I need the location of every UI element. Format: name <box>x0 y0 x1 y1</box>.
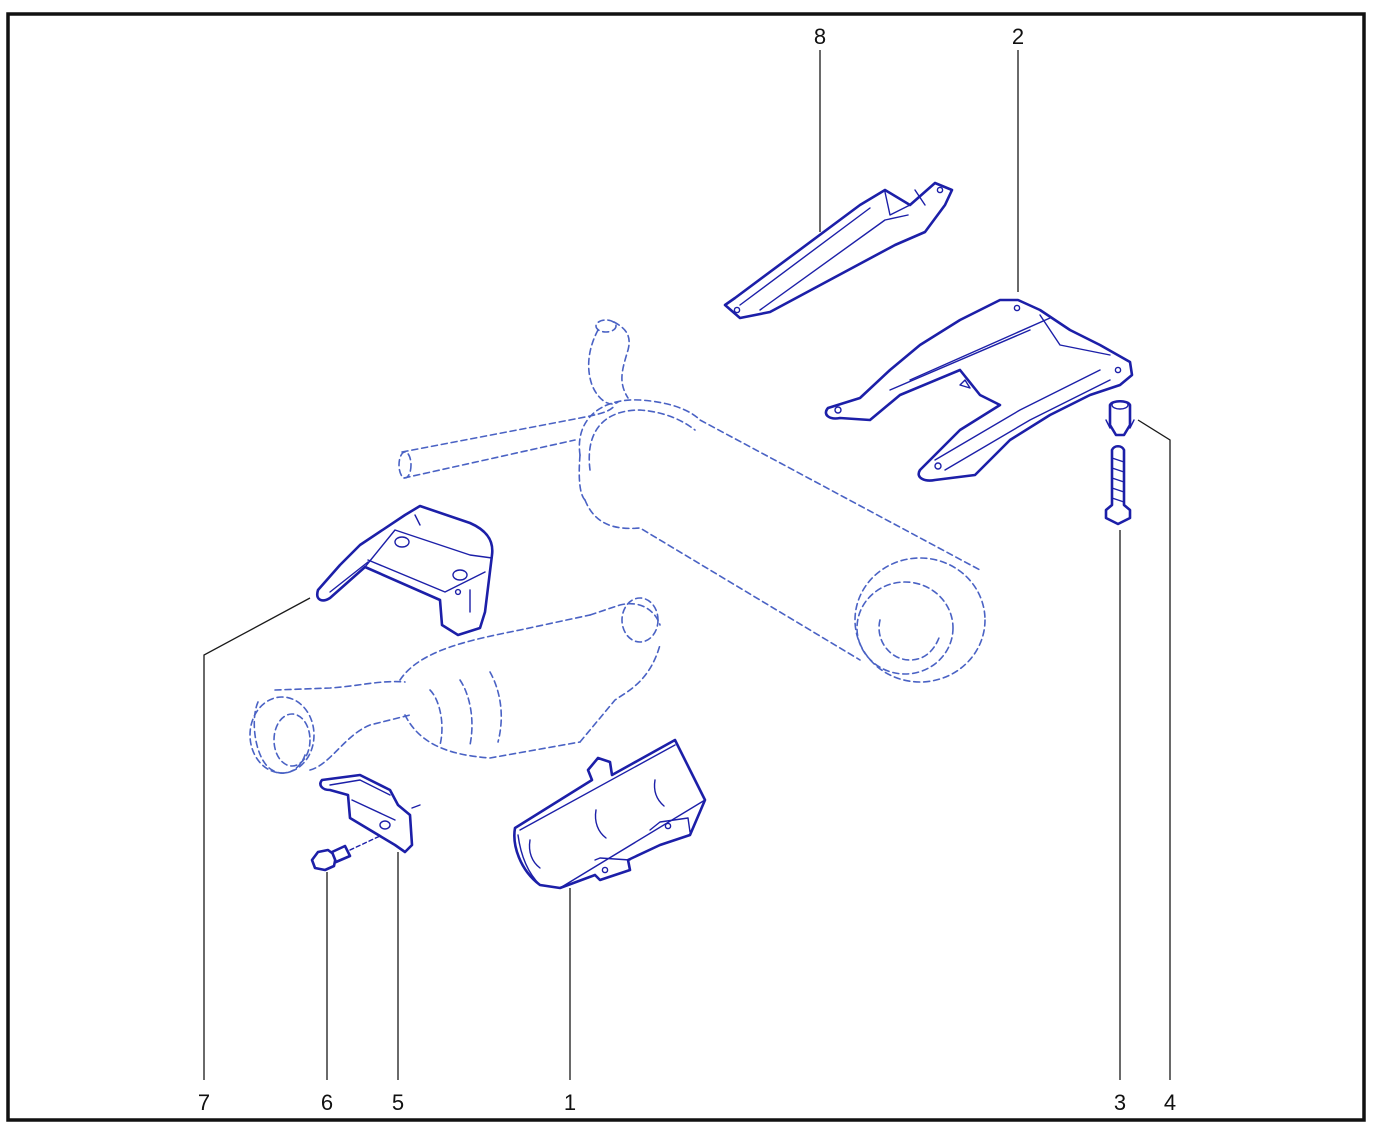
callout-7: 7 <box>198 1090 210 1115</box>
leader-4 <box>1137 419 1171 1080</box>
diagram-frame <box>6 12 1366 1122</box>
leader-lines <box>203 50 1171 1080</box>
callout-labels: 1 2 3 4 5 6 7 8 <box>198 24 1176 1115</box>
part-2-floor-heat-shield <box>824 298 1134 482</box>
callout-8: 8 <box>814 24 826 49</box>
callout-1: 1 <box>564 1090 576 1115</box>
part-7-bent-bracket <box>316 504 494 637</box>
part-3-bolt <box>1104 444 1132 526</box>
callout-4: 4 <box>1164 1090 1176 1115</box>
callout-5: 5 <box>392 1090 404 1115</box>
part-1-converter-heat-shield <box>513 738 707 890</box>
ghost-exhaust-system <box>249 319 986 774</box>
part-8-support-rail <box>723 181 954 320</box>
part-4-clip <box>1105 399 1135 437</box>
part-5-small-bracket <box>319 773 421 854</box>
callout-6: 6 <box>321 1090 333 1115</box>
callout-3: 3 <box>1114 1090 1126 1115</box>
part-6-flange-screw <box>310 835 381 872</box>
callout-2: 2 <box>1012 24 1024 49</box>
leader-7 <box>203 597 311 1080</box>
